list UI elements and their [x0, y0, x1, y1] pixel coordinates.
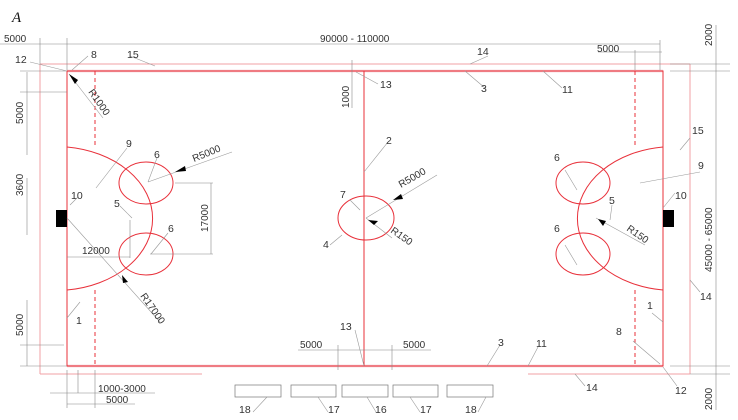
callout-18: 18: [239, 404, 251, 416]
callout-leaders: [29, 55, 701, 387]
centre-circle: [337, 195, 395, 241]
radius-penalty-area: R17000: [138, 291, 167, 326]
field-lines: [56, 70, 674, 367]
callout-5-right: 5: [609, 195, 615, 207]
dim-top-margin: 2000: [704, 23, 715, 46]
dim-bottom-margin: 2000: [704, 387, 715, 410]
callout-10-right: 10: [675, 190, 687, 202]
callout-11-bottom: 11: [536, 338, 547, 350]
penalty-area-left: [66, 146, 154, 291]
callout-4: 4: [323, 239, 329, 251]
callout-8: 8: [91, 49, 97, 61]
callout-6-b: 6: [168, 223, 174, 235]
callout-12-right: 12: [675, 385, 687, 397]
dim-free-stroke-line: 5000: [106, 395, 129, 406]
dim-goal-width: 3600: [15, 173, 26, 196]
callout-3-bottom: 3: [498, 337, 504, 349]
callout-7: 7: [340, 189, 346, 201]
penalty-area-right: [576, 146, 664, 291]
dim-centre-offset: 1000: [341, 85, 352, 108]
dim-right-offset: 5000: [597, 44, 620, 55]
callout-14-right: 14: [700, 291, 712, 303]
radius-centre-circle: R5000: [397, 166, 428, 190]
radius-centre-spot: R150: [388, 225, 414, 248]
goal-left: [56, 210, 67, 227]
radius-leaders: [66, 73, 646, 323]
callout-14: 14: [477, 46, 489, 58]
dim-corner-top: 5000: [15, 101, 26, 124]
callout-3: 3: [481, 83, 487, 95]
callout-17: 17: [328, 404, 340, 416]
callout-15-right: 15: [692, 125, 704, 137]
dim-corner-bottom: 5000: [15, 313, 26, 336]
dim-left-offset: 5000: [4, 34, 27, 45]
callout-6-right-b: 6: [554, 223, 560, 235]
callout-15: 15: [127, 49, 139, 61]
dim-centre-left: 5000: [300, 340, 323, 351]
callout-16: 16: [375, 404, 387, 416]
figure-label: A: [11, 10, 22, 26]
dim-overall-length: 90000 - 110000: [320, 34, 390, 45]
radius-spot-circle: R5000: [191, 143, 223, 164]
radius-right-spot: R150: [624, 223, 650, 246]
callout-1-right: 1: [647, 300, 653, 312]
callout-1: 1: [76, 315, 82, 327]
callout-2: 2: [386, 135, 392, 147]
dim-width: 45000 - 65000: [704, 207, 715, 272]
dim-spot-distance: 12000: [82, 246, 110, 257]
callout-13: 13: [380, 79, 392, 91]
callout-17-right: 17: [420, 404, 432, 416]
callout-18-right: 18: [465, 404, 477, 416]
callout-13-bottom: 13: [340, 321, 352, 333]
callouts: 1 1 2 3 3 4 5 5 6 6 6 6 7 8 8 9 9 10 10 …: [15, 46, 712, 416]
callout-5: 5: [114, 198, 120, 210]
callout-6-right: 6: [554, 152, 560, 164]
goal-right: [663, 210, 674, 227]
outer-boundary: [39, 63, 691, 375]
callout-6: 6: [154, 149, 160, 161]
callout-8-right: 8: [616, 326, 622, 338]
callout-12: 12: [15, 54, 27, 66]
dim-spot-spacing: 17000: [200, 204, 211, 232]
callout-14-bottom: 14: [586, 382, 598, 394]
radius-arrows: [69, 74, 606, 283]
bench-areas: [234, 384, 494, 413]
callout-9: 9: [126, 138, 132, 150]
callout-10: 10: [71, 190, 83, 202]
callout-11: 11: [562, 84, 573, 96]
dim-goal-line-gap: 1000-3000: [98, 384, 146, 395]
callout-9-right: 9: [698, 160, 704, 172]
radius-corner: R1000: [86, 87, 112, 118]
dim-centre-right: 5000: [403, 340, 426, 351]
dimension-lines: [0, 25, 730, 410]
